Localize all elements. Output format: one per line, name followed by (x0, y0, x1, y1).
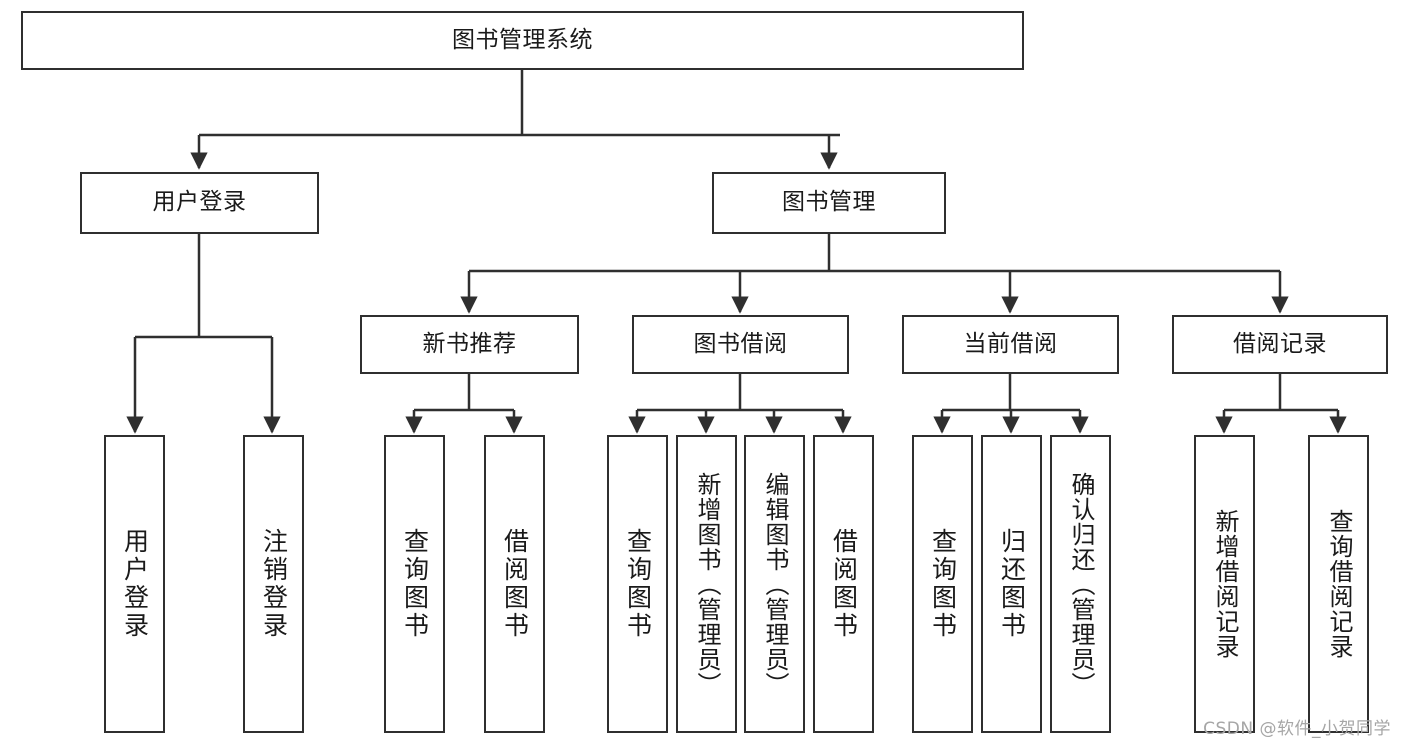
node-leaf-return-book-label: 归还图书 (997, 528, 1027, 640)
node-leaf-query-book-2-label: 查询图书 (623, 528, 653, 640)
node-leaf-query-borrow-record-label: 查询借阅记录 (1324, 509, 1353, 659)
node-leaf-add-book-admin[interactable]: 新增图书（管理员） (676, 435, 737, 733)
node-leaf-borrow-book-1-label: 借阅图书 (500, 528, 530, 640)
node-book-borrow-label: 图书借阅 (693, 330, 788, 357)
node-leaf-logout-login-label: 注销登录 (259, 528, 289, 640)
node-leaf-borrow-book-2-label: 借阅图书 (829, 528, 859, 640)
node-book-borrow[interactable]: 图书借阅 (632, 315, 849, 374)
node-leaf-query-borrow-record[interactable]: 查询借阅记录 (1308, 435, 1369, 733)
csdn-watermark: CSDN @软件_小贺同学 (1203, 719, 1391, 739)
node-root-label: 图书管理系统 (452, 26, 593, 53)
node-leaf-query-book-1[interactable]: 查询图书 (384, 435, 445, 733)
node-leaf-user-login[interactable]: 用户登录 (104, 435, 165, 733)
node-user-login-label: 用户登录 (152, 189, 247, 216)
node-leaf-edit-book-admin-label: 编辑图书（管理员） (760, 471, 789, 697)
node-leaf-logout-login[interactable]: 注销登录 (243, 435, 304, 733)
node-current-borrow[interactable]: 当前借阅 (902, 315, 1119, 374)
node-leaf-confirm-return-admin-label: 确认归还（管理员） (1066, 471, 1095, 697)
node-leaf-user-login-label: 用户登录 (120, 528, 150, 640)
node-leaf-borrow-book-2[interactable]: 借阅图书 (813, 435, 874, 733)
node-root[interactable]: 图书管理系统 (21, 11, 1024, 70)
node-leaf-add-borrow-record-label: 新增借阅记录 (1210, 509, 1239, 659)
node-leaf-confirm-return-admin[interactable]: 确认归还（管理员） (1050, 435, 1111, 733)
node-borrow-record-label: 借阅记录 (1233, 330, 1327, 357)
node-user-login[interactable]: 用户登录 (80, 172, 319, 234)
node-borrow-record[interactable]: 借阅记录 (1172, 315, 1388, 374)
node-leaf-query-book-3[interactable]: 查询图书 (912, 435, 973, 733)
node-new-book-recommend[interactable]: 新书推荐 (360, 315, 579, 374)
node-new-book-recommend-label: 新书推荐 (422, 330, 517, 357)
node-book-manage[interactable]: 图书管理 (712, 172, 946, 234)
node-leaf-edit-book-admin[interactable]: 编辑图书（管理员） (744, 435, 805, 733)
node-book-manage-label: 图书管理 (782, 189, 876, 216)
node-leaf-query-book-3-label: 查询图书 (928, 528, 958, 640)
node-leaf-return-book[interactable]: 归还图书 (981, 435, 1042, 733)
node-leaf-add-borrow-record[interactable]: 新增借阅记录 (1194, 435, 1255, 733)
node-leaf-add-book-admin-label: 新增图书（管理员） (692, 471, 721, 697)
node-leaf-query-book-1-label: 查询图书 (400, 528, 430, 640)
node-current-borrow-label: 当前借阅 (963, 330, 1058, 357)
node-leaf-borrow-book-1[interactable]: 借阅图书 (484, 435, 545, 733)
node-leaf-query-book-2[interactable]: 查询图书 (607, 435, 668, 733)
